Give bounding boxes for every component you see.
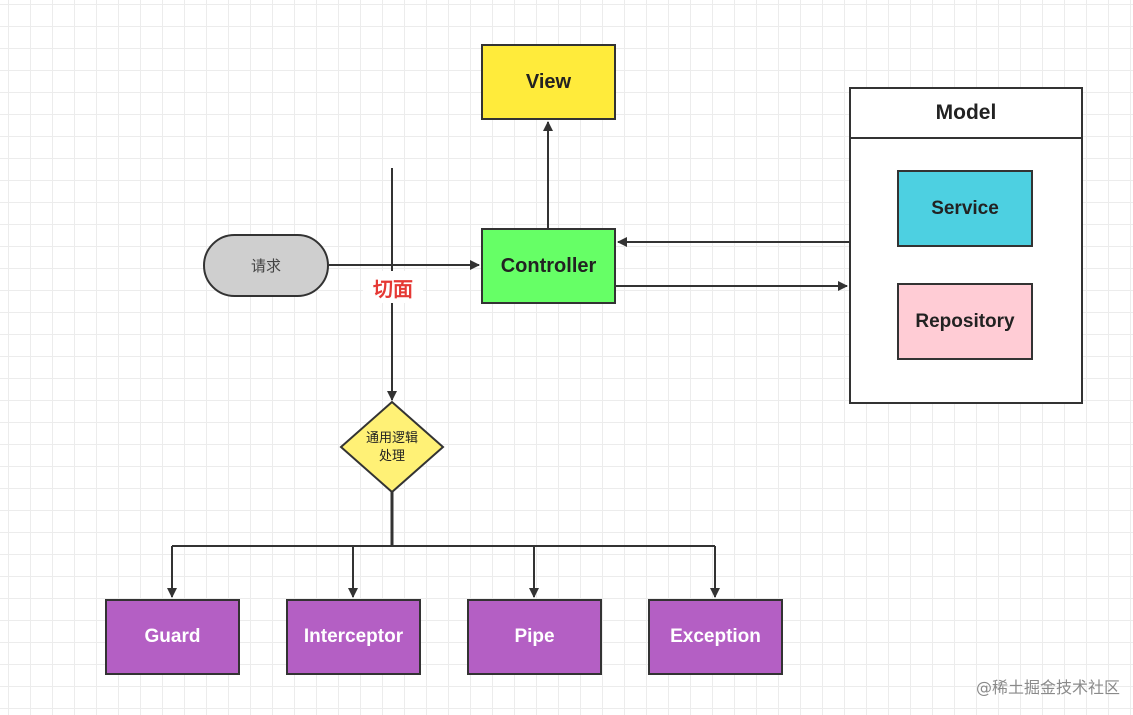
interceptor-label: Interceptor	[303, 626, 404, 647]
common-logic-line1: 通用逻辑	[365, 431, 418, 446]
repository-label: Repository	[915, 310, 1015, 332]
controller-node: Controller	[481, 228, 616, 304]
interceptor-node: Interceptor	[286, 599, 421, 675]
guard-label: Guard	[144, 626, 201, 647]
repository-node: Repository	[897, 283, 1033, 360]
pipe-node: Pipe	[467, 599, 602, 675]
service-node: Service	[897, 170, 1033, 247]
view-node: View	[481, 44, 616, 120]
watermark: @稀土掘金技术社区	[975, 678, 1120, 697]
service-label: Service	[931, 197, 999, 219]
controller-label: Controller	[500, 254, 597, 277]
guard-node: Guard	[105, 599, 240, 675]
aspect-label: 切面	[363, 271, 423, 303]
model-title: Model	[851, 89, 1081, 139]
request-label: 请求	[250, 257, 281, 275]
exception-node: Exception	[648, 599, 783, 675]
common-logic-line2: 处理	[378, 449, 405, 464]
view-label: View	[525, 70, 572, 93]
request-node: 请求	[203, 234, 329, 297]
pipe-label: Pipe	[514, 626, 555, 647]
exception-label: Exception	[670, 626, 761, 647]
common-logic-label: 通用逻辑 处理	[346, 426, 438, 470]
